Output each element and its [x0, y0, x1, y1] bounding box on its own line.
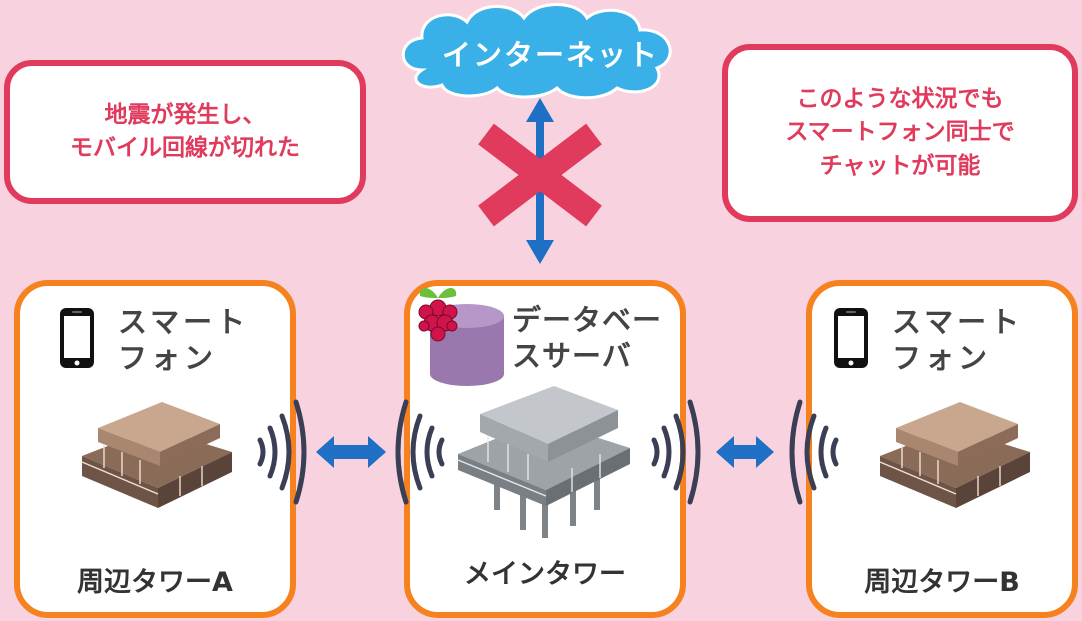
- internet-label: インターネット: [442, 38, 660, 72]
- tower-a-device-label: スマート フォン: [118, 304, 249, 377]
- double-arrow-icon: [716, 436, 774, 468]
- cross-mark-icon: [478, 123, 602, 227]
- tower-a-device-line-1: スマート: [118, 305, 250, 339]
- callout-right-line-2: スマートフォン同士で: [785, 119, 1015, 146]
- tower-b-device-label: スマート フォン: [892, 304, 1023, 377]
- tower-a-device-line-2: フォン: [118, 341, 218, 376]
- main-tower-name: メインタワー: [464, 559, 626, 590]
- callout-chat-possible: このような状況でも スマートフォン同士で チャットが可能: [722, 44, 1078, 222]
- cloud-icon: [401, 3, 672, 100]
- internet-cloud: インターネット: [392, 0, 684, 102]
- callout-right-line-1: このような状況でも: [796, 85, 1004, 112]
- callout-left-line-2: モバイル回線が切れた: [70, 135, 300, 161]
- wireless-link-left: [246, 392, 456, 512]
- wireless-link-right: [640, 392, 850, 512]
- signal-waves-icon: [257, 399, 445, 505]
- tower-b-name: 周辺タワーB: [864, 567, 1020, 598]
- callout-right-line-3: チャットが可能: [819, 152, 981, 179]
- callout-left-line-1: 地震が発生し、: [104, 101, 266, 128]
- house-icon-b: [860, 392, 1042, 516]
- signal-waves-icon: [651, 399, 839, 505]
- callout-earthquake: 地震が発生し、 モバイル回線が切れた: [4, 60, 366, 204]
- main-device-line-1: データベー: [512, 303, 663, 337]
- smartphone-icon: [832, 306, 870, 374]
- tower-b-device-line-2: フォン: [892, 341, 992, 376]
- main-device-line-2: スサーバ: [512, 339, 632, 374]
- main-tower-device-label: データベー スサーバ: [512, 302, 662, 375]
- smartphone-icon: [58, 306, 96, 374]
- double-arrow-icon: [316, 436, 386, 468]
- house-icon-a: [62, 392, 244, 516]
- internet-link: [468, 96, 618, 266]
- raspberry-pi-icon: [412, 282, 464, 348]
- tower-b-device-line-1: スマート: [892, 305, 1024, 339]
- tower-a-name: 周辺タワーA: [77, 567, 233, 598]
- main-tower-building-icon: [450, 380, 640, 544]
